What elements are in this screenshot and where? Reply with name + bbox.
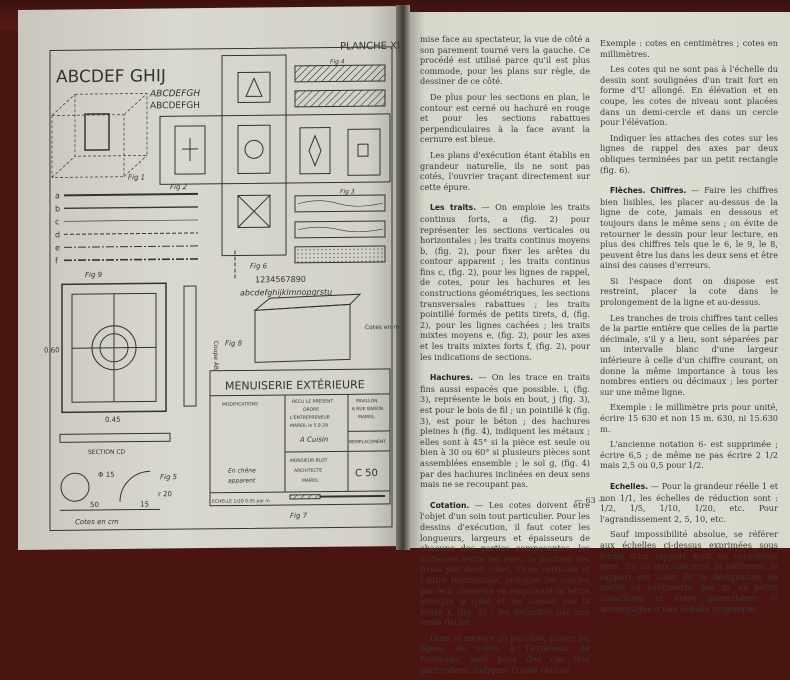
svg-text:c: c <box>55 217 59 226</box>
paragraph: Exemple : le millimètre pris pour unité,… <box>600 402 778 434</box>
svg-text:SECTION CD: SECTION CD <box>88 449 126 456</box>
svg-text:50: 50 <box>90 501 99 509</box>
svg-text:Cotes en m: Cotes en m <box>365 324 399 331</box>
plate-frame <box>50 47 392 531</box>
svg-text:b: b <box>55 204 60 213</box>
page-number: — 63 — <box>575 496 606 505</box>
paragraph: Echelles. — Pour la grandeur réelle 1 et… <box>600 481 778 524</box>
svg-text:e: e <box>55 243 60 252</box>
plate-title: PLANCHE XI <box>340 41 400 53</box>
svg-text:En chêne: En chêne <box>228 467 256 474</box>
svg-text:MONSIEUR BLOT: MONSIEUR BLOT <box>290 458 328 464</box>
fig9-window-elevation: Fig 9 0.60 0.45 SECTION CD Coupe AB <box>44 270 219 457</box>
paragraph: Sauf impossibilité absolue, se référer a… <box>600 529 778 614</box>
svg-text:ECHELLE 1/20 0.05 par m: ECHELLE 1/20 0.05 par m <box>212 498 270 505</box>
paragraph-heading: Les traits. <box>430 203 476 212</box>
paragraph: Indiquer les attaches des cotes sur les … <box>600 133 778 175</box>
paragraph: Les traits. — On emploie les traits cont… <box>420 202 590 362</box>
paragraph-heading: Flèches. Chiffres. <box>610 186 686 195</box>
text-column-1: mise face au spectateur, la vue de côté … <box>420 34 590 680</box>
paragraph: Hachures. — On les trace en traits fins … <box>420 372 590 490</box>
paragraph: Exemple : cotes en centimètres ; cotes e… <box>600 38 778 59</box>
paragraph: Les tranches de trois chiffres tant cell… <box>600 313 778 398</box>
svg-text:MODIFICATIONS: MODIFICATIONS <box>222 401 258 407</box>
svg-text:a: a <box>55 191 60 200</box>
svg-text:Φ 15: Φ 15 <box>98 471 115 479</box>
fig5-circle-radius: Φ 15 r 20 Fig 5 50 15 Cotes en cm <box>60 470 178 526</box>
svg-text:Fig 9: Fig 9 <box>85 271 103 279</box>
signature: A Cuisin <box>299 436 328 444</box>
paragraph: Les cotes qui ne sont pas à l'échelle du… <box>600 64 778 128</box>
svg-text:d: d <box>55 230 60 239</box>
svg-text:Fig 7: Fig 7 <box>290 512 308 520</box>
svg-text:RECU LE PRÉSENT: RECU LE PRÉSENT <box>292 397 333 405</box>
fig2-orthographic-views <box>160 54 390 256</box>
line-types: a b c d e f <box>55 190 198 265</box>
fig1-label: Fig 1 <box>128 173 145 181</box>
paragraph: Cotation. — Les cotes doivent être l'obj… <box>420 500 590 628</box>
svg-text:ARCHITECTE: ARCHITECTE <box>294 468 322 474</box>
paragraph: De plus pour les sections en plan, le co… <box>420 92 590 145</box>
svg-text:0.45: 0.45 <box>105 416 121 424</box>
svg-text:MAREIL le 5.9.29: MAREIL le 5.9.29 <box>290 423 328 429</box>
svg-text:L'ENTREPRENEUR: L'ENTREPRENEUR <box>290 415 330 421</box>
svg-text:ORDRE: ORDRE <box>303 407 319 413</box>
paragraph-heading: Echelles. <box>610 482 648 491</box>
fig7-title-block: MENUISERIE EXTÉRIEURE MODIFICATIONS RECU… <box>210 369 390 521</box>
text-column-2: Exemple : cotes en centimètres ; cotes e… <box>600 38 778 619</box>
fig3-fig4-hatching: Fig 4 Fig 3 <box>295 58 385 263</box>
svg-text:REMPLACEMENT: REMPLACEMENT <box>349 439 386 445</box>
paragraph: mise face au spectateur, la vue de côté … <box>420 34 590 87</box>
paragraph: Les plans d'exécution étant établis en g… <box>420 150 590 192</box>
svg-text:Coupe AB: Coupe AB <box>212 341 219 370</box>
svg-text:0.60: 0.60 <box>44 346 60 354</box>
svg-text:MAREIL: MAREIL <box>302 478 319 484</box>
paragraph-heading: Cotation. <box>430 501 469 510</box>
svg-text:PAVILLON: PAVILLON <box>356 398 377 404</box>
alphabet-upright: ABCDEFGH <box>150 101 200 112</box>
svg-text:Fig 4: Fig 4 <box>330 58 345 65</box>
svg-text:C 50: C 50 <box>355 468 378 479</box>
svg-text:Fig 5: Fig 5 <box>160 473 178 481</box>
svg-text:6 RUE BARON: 6 RUE BARON <box>352 406 383 412</box>
digits-sample: 1234567890 <box>255 275 306 285</box>
alphabet-large: ABCDEF GHIJ <box>56 66 166 87</box>
paragraph: Flèches. Chiffres. — Faire les chiffres … <box>600 185 778 271</box>
alphabet-italic: ABCDEFGH <box>149 89 200 100</box>
fig1-object <box>85 114 109 150</box>
svg-text:r 20: r 20 <box>158 490 172 498</box>
fig8-label: Fig 8 <box>225 339 243 347</box>
svg-text:Cotes en cm: Cotes en cm <box>75 518 119 526</box>
fig1-perspective-box <box>52 93 147 177</box>
paragraph: L'ancienne notation 6- est supprimée ; é… <box>600 439 778 471</box>
fig8-perspective-section: Cotes en m Fig 8 <box>225 294 399 363</box>
svg-text:apparent: apparent <box>228 477 256 484</box>
svg-text:Fig 3: Fig 3 <box>340 188 355 195</box>
paragraph: Dans la mesure du possible, placer les l… <box>420 633 590 675</box>
svg-text:MENUISERIE EXTÉRIEURE: MENUISERIE EXTÉRIEURE <box>225 378 365 392</box>
paragraph-heading: Hachures. <box>430 373 473 382</box>
paragraph: Si l'espace dont on dispose est restrein… <box>600 276 778 308</box>
svg-text:f: f <box>55 256 58 265</box>
svg-text:MAREIL: MAREIL <box>358 414 375 420</box>
fig6-label: Fig 6 <box>250 262 268 270</box>
svg-text:15: 15 <box>140 500 149 508</box>
